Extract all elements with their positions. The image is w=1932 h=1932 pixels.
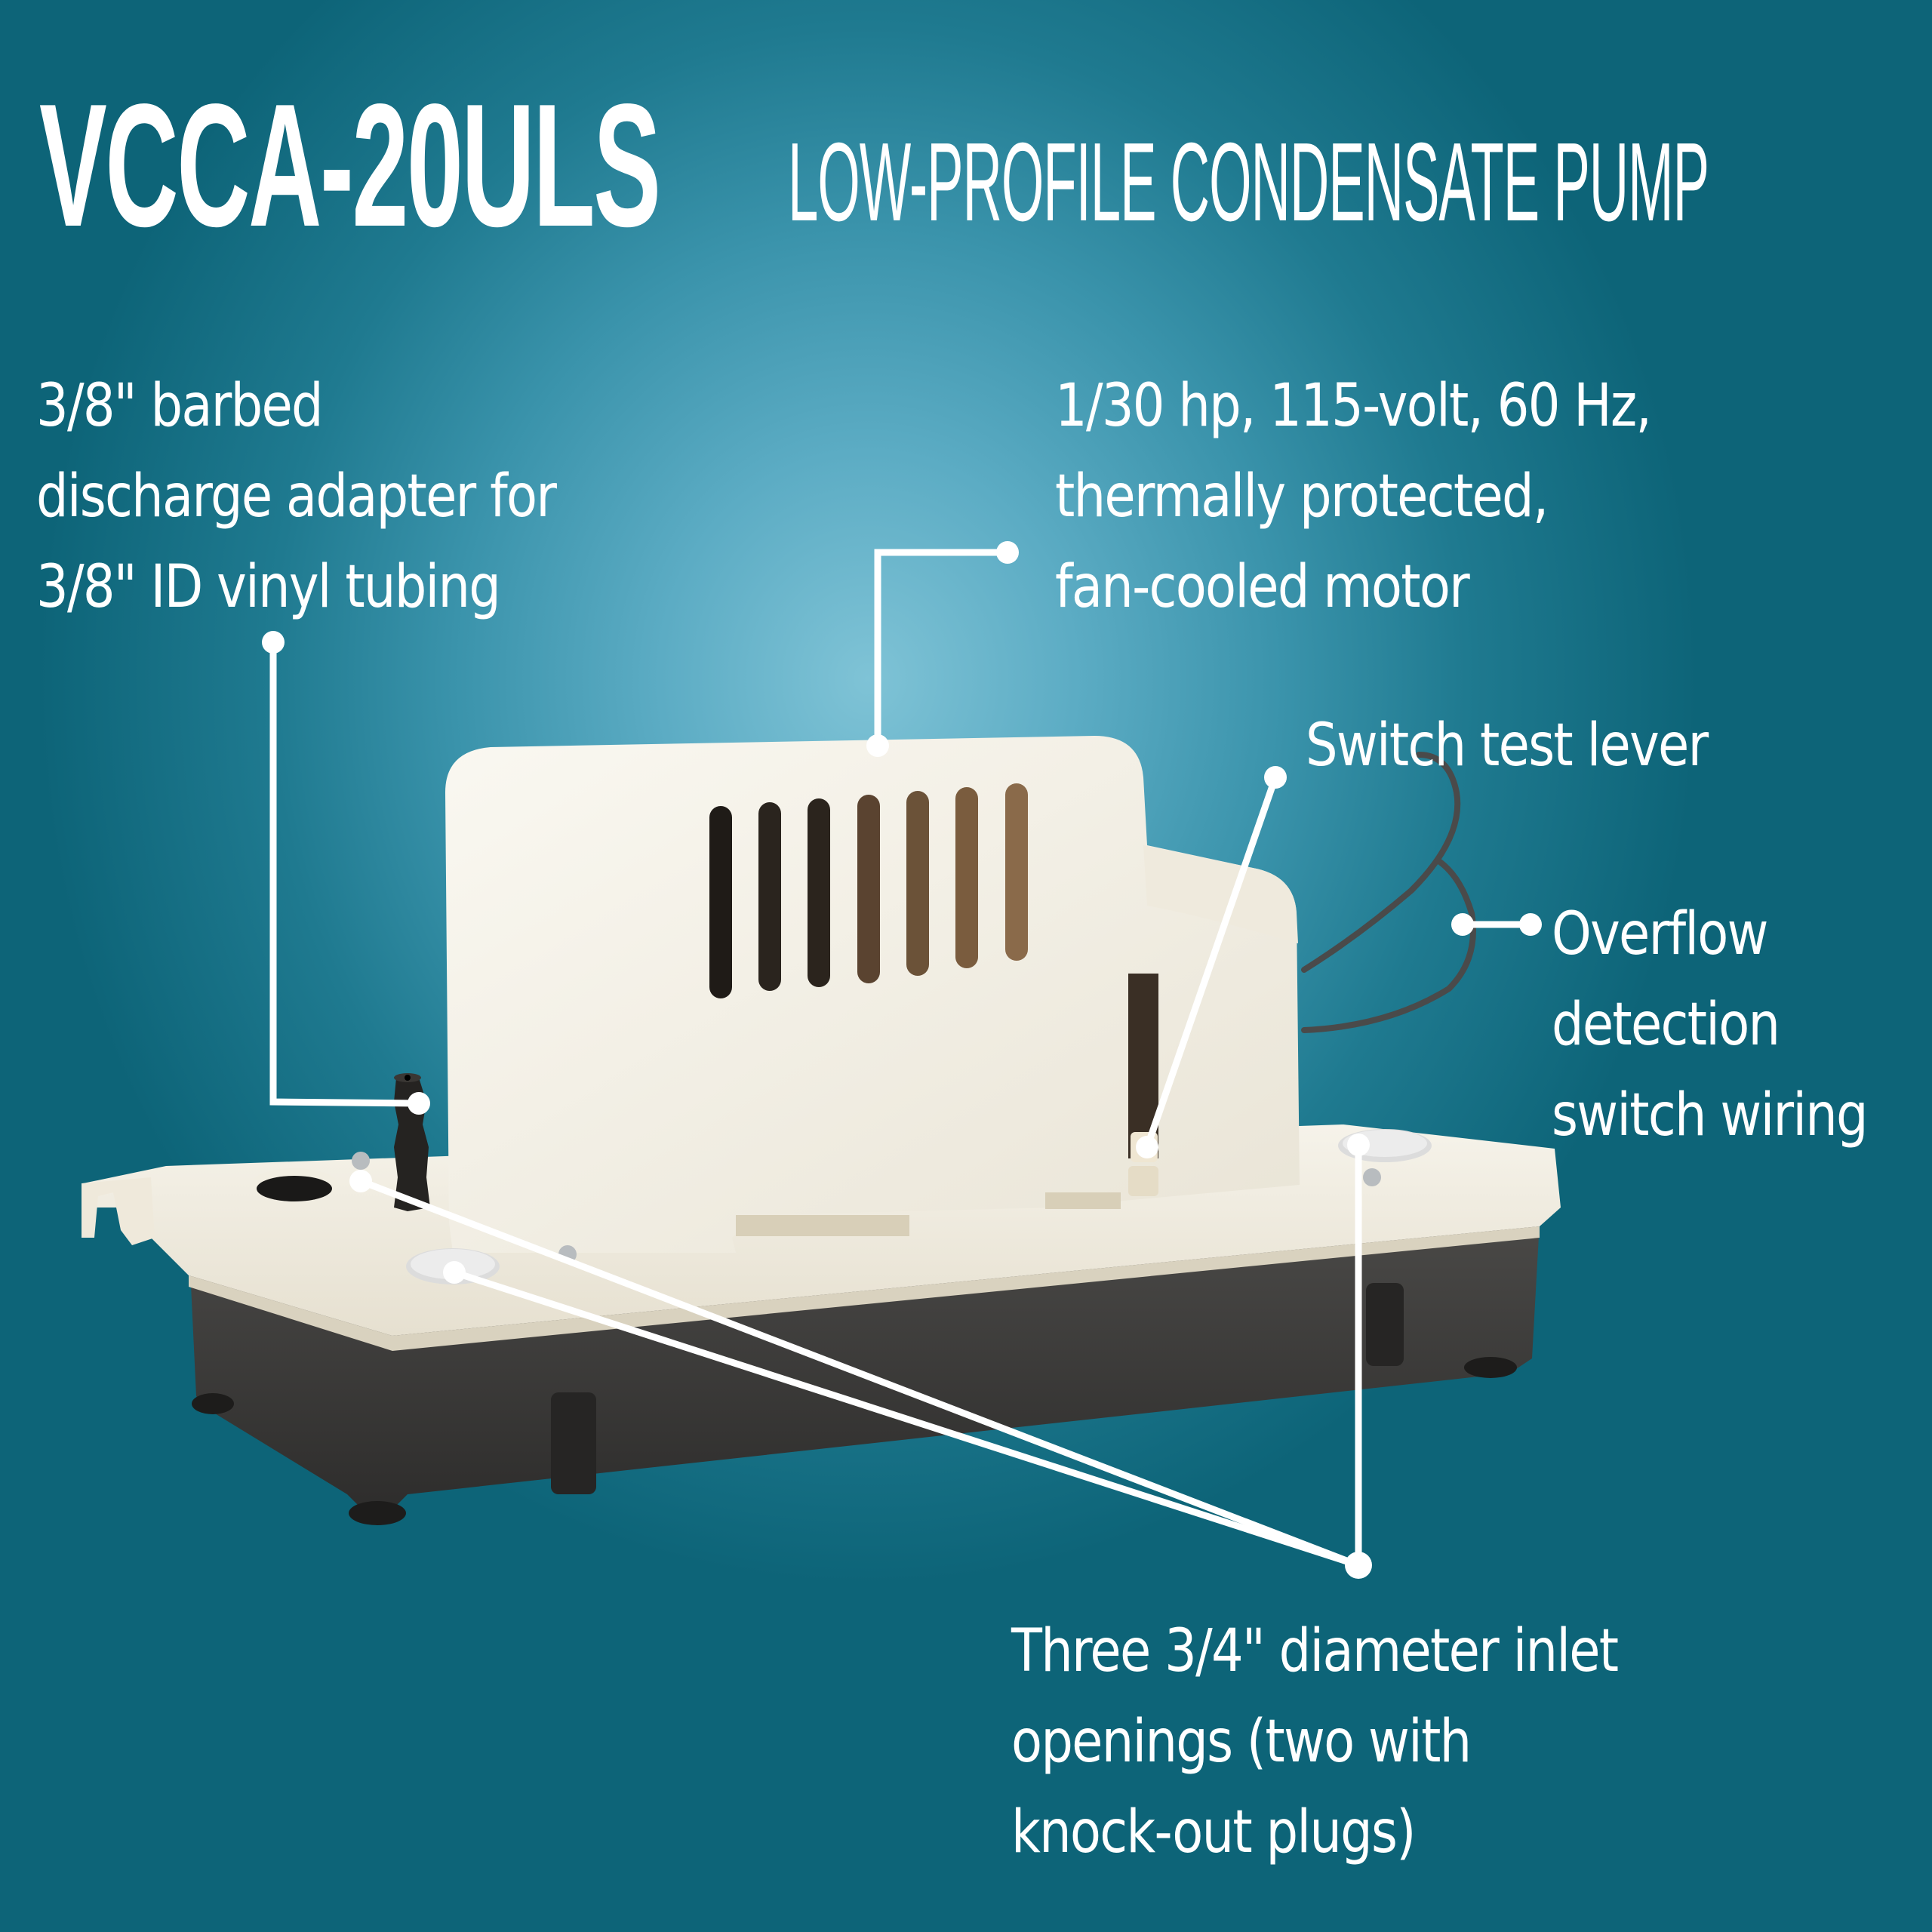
- page-title: VCCA-20ULS LOW-PROFILE CONDENSATE PUMP: [39, 68, 1709, 263]
- callout-line: Overflow: [1552, 900, 1768, 968]
- motor-cover: [445, 736, 1300, 1253]
- callout-discharge-adapter: 3/8" barbed discharge adapter for 3/8" I…: [36, 361, 640, 632]
- callout-line: 1/30 hp, 115-volt, 60 Hz,: [1055, 372, 1652, 440]
- callout-inlet-openings: Three 3/4" diameter inlet openings (two …: [1011, 1606, 1716, 1878]
- callout-line: discharge adapter for: [36, 463, 557, 531]
- callout-line: fan-cooled motor: [1055, 553, 1470, 621]
- leader-dots: [262, 541, 1542, 1579]
- callout-line: knock-out plugs): [1011, 1798, 1416, 1866]
- callout-line: 3/8" ID vinyl tubing: [36, 553, 501, 621]
- callout-line: switch wiring: [1552, 1081, 1869, 1149]
- callout-line: 3/8" barbed: [36, 372, 324, 440]
- callout-motor: 1/30 hp, 115-volt, 60 Hz, thermally prot…: [1055, 361, 1748, 632]
- callout-line: openings (two with: [1011, 1708, 1472, 1776]
- callout-switch-test-lever: Switch test lever: [1306, 700, 1773, 791]
- vent-slots: [709, 783, 1028, 998]
- leader-lines: [269, 549, 1534, 1569]
- overflow-switch-wire: [1301, 752, 1476, 1033]
- callout-line: detection: [1552, 991, 1780, 1059]
- callout-line: Switch test lever: [1306, 712, 1709, 780]
- callout-line: thermally protected,: [1055, 463, 1549, 531]
- callout-line: Three 3/4" diameter inlet: [1011, 1617, 1619, 1685]
- product-subtitle: LOW-PROFILE CONDENSATE PUMP: [788, 120, 1709, 245]
- model-number: VCCA-20ULS: [39, 68, 661, 263]
- callout-overflow-wiring: Overflow detection switch wiring: [1552, 889, 1918, 1161]
